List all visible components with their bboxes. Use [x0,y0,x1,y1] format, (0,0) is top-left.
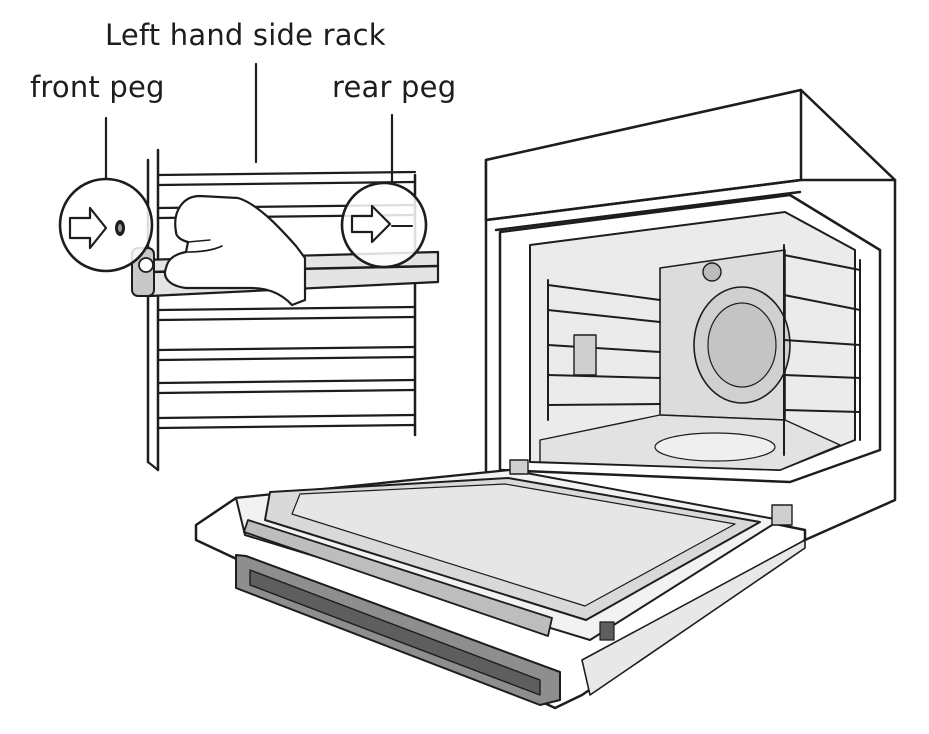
rear-peg-label: rear peg [332,70,457,104]
left-hand-side-rack-label: Left hand side rack [105,18,386,52]
front-peg-label: front peg [30,70,165,104]
hand-illustration [163,194,307,307]
rear-peg-callout [340,113,428,269]
oven-door [194,459,807,710]
front-peg-callout [58,116,154,273]
oven-cavity [529,211,861,471]
